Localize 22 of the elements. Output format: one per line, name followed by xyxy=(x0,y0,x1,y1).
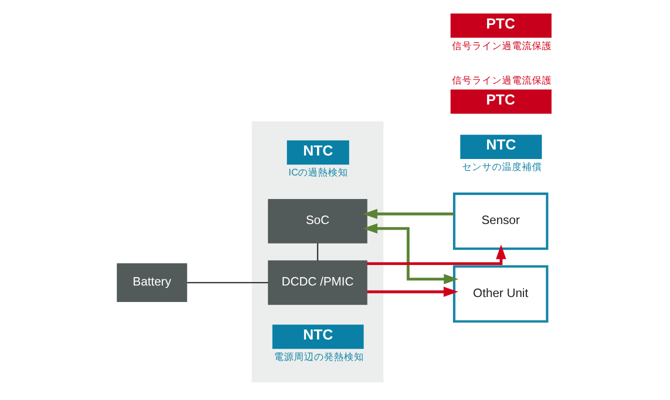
cluster xyxy=(252,121,384,382)
node-label: 信号ライン過電流保護 xyxy=(452,76,552,87)
node-label: センサの温度補償 xyxy=(462,162,542,173)
arrow xyxy=(367,244,506,266)
node-box: PTC xyxy=(450,14,552,38)
node-label: 信号ライン過電流保護 xyxy=(452,40,552,52)
node-label: ICの過熱検知 xyxy=(288,168,348,179)
node-label: 電源周辺の発熱検知 xyxy=(274,352,364,363)
connector xyxy=(316,243,318,261)
node-box: NTC xyxy=(272,324,364,349)
node-box: NTC xyxy=(460,134,542,159)
arrow xyxy=(362,208,454,220)
node-box: DCDC /PMIC xyxy=(268,260,368,305)
node-box: SoC xyxy=(268,199,368,244)
arrow xyxy=(362,223,458,284)
node-box: Other Unit xyxy=(452,265,548,323)
node-box: PTC xyxy=(450,90,552,114)
connector xyxy=(187,282,268,284)
arrow xyxy=(367,286,458,297)
node-box: Battery xyxy=(116,263,188,302)
node-box: NTC xyxy=(286,140,350,165)
node-box: Sensor xyxy=(452,192,548,250)
